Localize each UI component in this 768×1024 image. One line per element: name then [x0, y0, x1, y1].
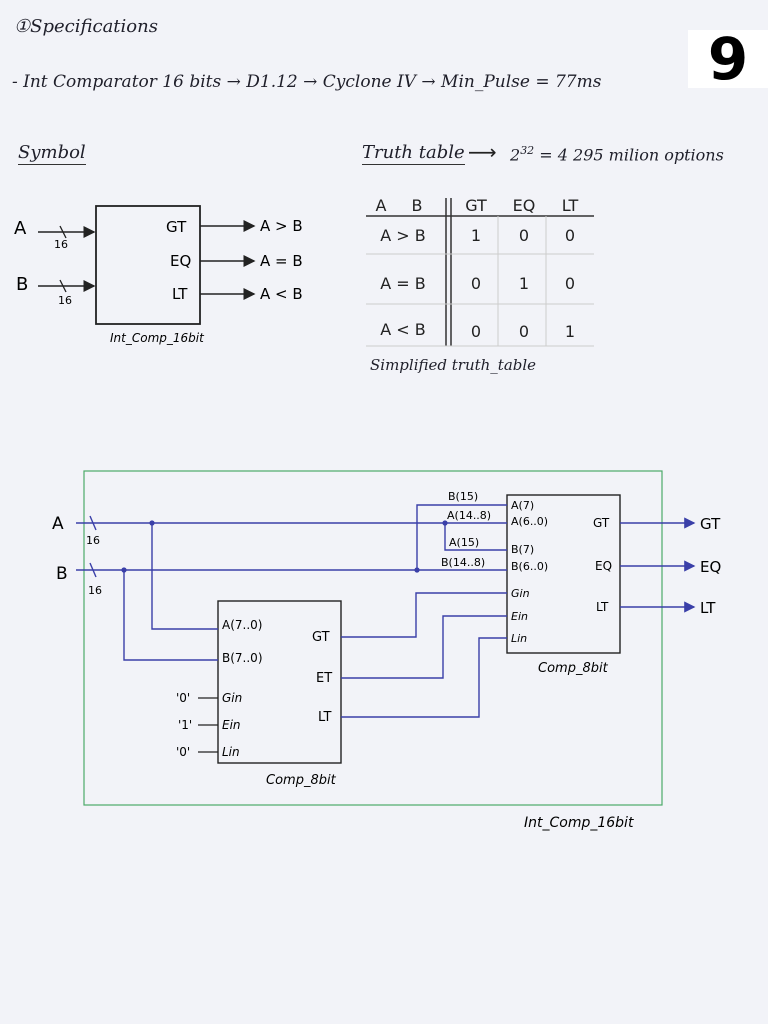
- schem-input-b: B: [56, 564, 68, 584]
- truth-table: A B GT EQ LT A > B 1 0 0 A = B 0 1 0 A <…: [366, 196, 598, 348]
- truth-table-arrow: ⟶: [468, 140, 497, 164]
- high-port-ein: Ein: [511, 610, 528, 623]
- high-port-a7: A(7): [511, 499, 534, 512]
- truth-table-grid: [366, 198, 594, 347]
- symbol-title: Symbol: [18, 142, 86, 165]
- tt-row2-cond: A = B: [380, 274, 426, 293]
- formula-base: 2: [510, 145, 521, 165]
- schem-output-gt: GT: [700, 515, 721, 533]
- high-port-b60: B(6..0): [511, 560, 548, 573]
- spec-line: - Int Comparator 16 bits → D1.12 → Cyclo…: [12, 72, 602, 92]
- comp-high-box: [506, 494, 621, 654]
- symbol-block-name: Int_Comp_16bit: [110, 331, 205, 345]
- formula-rest: = 4 295 milion options: [539, 145, 724, 165]
- tt-header-b: B: [411, 196, 423, 215]
- comp-low-box: [217, 600, 342, 764]
- tt-header-lt: LT: [561, 196, 579, 215]
- low-port-gin: Gin: [222, 691, 242, 705]
- schem-outer-name: Int_Comp_16bit: [524, 815, 634, 831]
- bus-label-b15: B(15): [448, 490, 478, 503]
- schem-input-b-width: 16: [88, 584, 102, 597]
- symbol-out-lt: A < B: [260, 285, 303, 303]
- symbol-port-eq: EQ: [170, 252, 191, 270]
- tt-row2-eq: 1: [518, 274, 530, 293]
- low-port-ein: Ein: [222, 718, 241, 732]
- symbol-port-gt: GT: [166, 218, 187, 236]
- tt-row2-gt: 0: [470, 274, 482, 293]
- bus-label-a14-8: A(14..8): [447, 509, 491, 522]
- symbol-out-eq: A = B: [260, 252, 303, 270]
- tt-row1-lt: 0: [564, 226, 576, 245]
- tt-header-a: A: [375, 196, 387, 215]
- tt-row3-eq: 0: [518, 322, 530, 341]
- high-port-gt: GT: [593, 516, 610, 530]
- low-port-lt: LT: [318, 710, 331, 725]
- schem-output-eq: EQ: [700, 558, 721, 576]
- section-heading: ①Specifications: [14, 16, 158, 37]
- tt-header-eq: EQ: [512, 196, 536, 215]
- schem-input-a-width: 16: [86, 534, 100, 547]
- tt-row3-gt: 0: [470, 322, 482, 341]
- symbol-input-b-width: 16: [58, 294, 72, 307]
- low-const-g: '0': [176, 691, 190, 705]
- tt-row1-gt: 1: [470, 226, 482, 245]
- tt-row3-lt: 1: [564, 322, 576, 341]
- schematic-frame: [83, 470, 663, 806]
- symbol-diagram: A 16 B 16 GT EQ LT A > B A = B A < B Int…: [14, 205, 303, 345]
- high-comp-name: Comp_8bit: [538, 661, 609, 676]
- bus-label-a15: A(15): [449, 536, 479, 549]
- low-port-et: ET: [316, 671, 332, 686]
- low-const-e: '1': [178, 718, 192, 732]
- schem-output-lt: LT: [700, 599, 716, 617]
- truth-table-title: Truth table: [362, 142, 465, 165]
- symbol-out-gt: A > B: [260, 217, 303, 235]
- low-comp-name: Comp_8bit: [266, 773, 337, 788]
- high-port-lt: LT: [596, 600, 609, 614]
- tt-header-gt: GT: [465, 196, 487, 215]
- high-port-eq: EQ: [595, 559, 612, 573]
- high-port-lin: Lin: [511, 632, 527, 645]
- symbol-port-lt: LT: [172, 285, 188, 303]
- bus-label-b14-8: B(14..8): [441, 556, 485, 569]
- tt-row2-lt: 0: [564, 274, 576, 293]
- symbol-input-b: B: [16, 274, 28, 295]
- symbol-input-a: A: [14, 218, 27, 239]
- schem-input-a: A: [52, 514, 64, 534]
- truth-table-caption: Simplified truth_table: [370, 356, 537, 374]
- tt-row3-cond: A < B: [380, 320, 426, 339]
- high-port-gin: Gin: [511, 587, 530, 600]
- symbol-block: [95, 205, 201, 325]
- low-port-a: A(7..0): [222, 618, 262, 632]
- low-port-gt: GT: [312, 630, 330, 645]
- high-port-a60: A(6..0): [511, 515, 548, 528]
- tt-row1-cond: A > B: [380, 226, 426, 245]
- formula-exponent: 32: [520, 144, 535, 157]
- tt-row1-eq: 0: [518, 226, 530, 245]
- high-port-b7: B(7): [511, 543, 534, 556]
- page-number-badge: 9: [688, 30, 768, 88]
- low-const-l: '0': [176, 745, 190, 759]
- low-port-b: B(7..0): [222, 651, 263, 665]
- symbol-input-a-width: 16: [54, 238, 68, 251]
- low-port-lin: Lin: [222, 745, 240, 759]
- truth-table-formula: 232 = 4 295 milion options: [510, 144, 724, 164]
